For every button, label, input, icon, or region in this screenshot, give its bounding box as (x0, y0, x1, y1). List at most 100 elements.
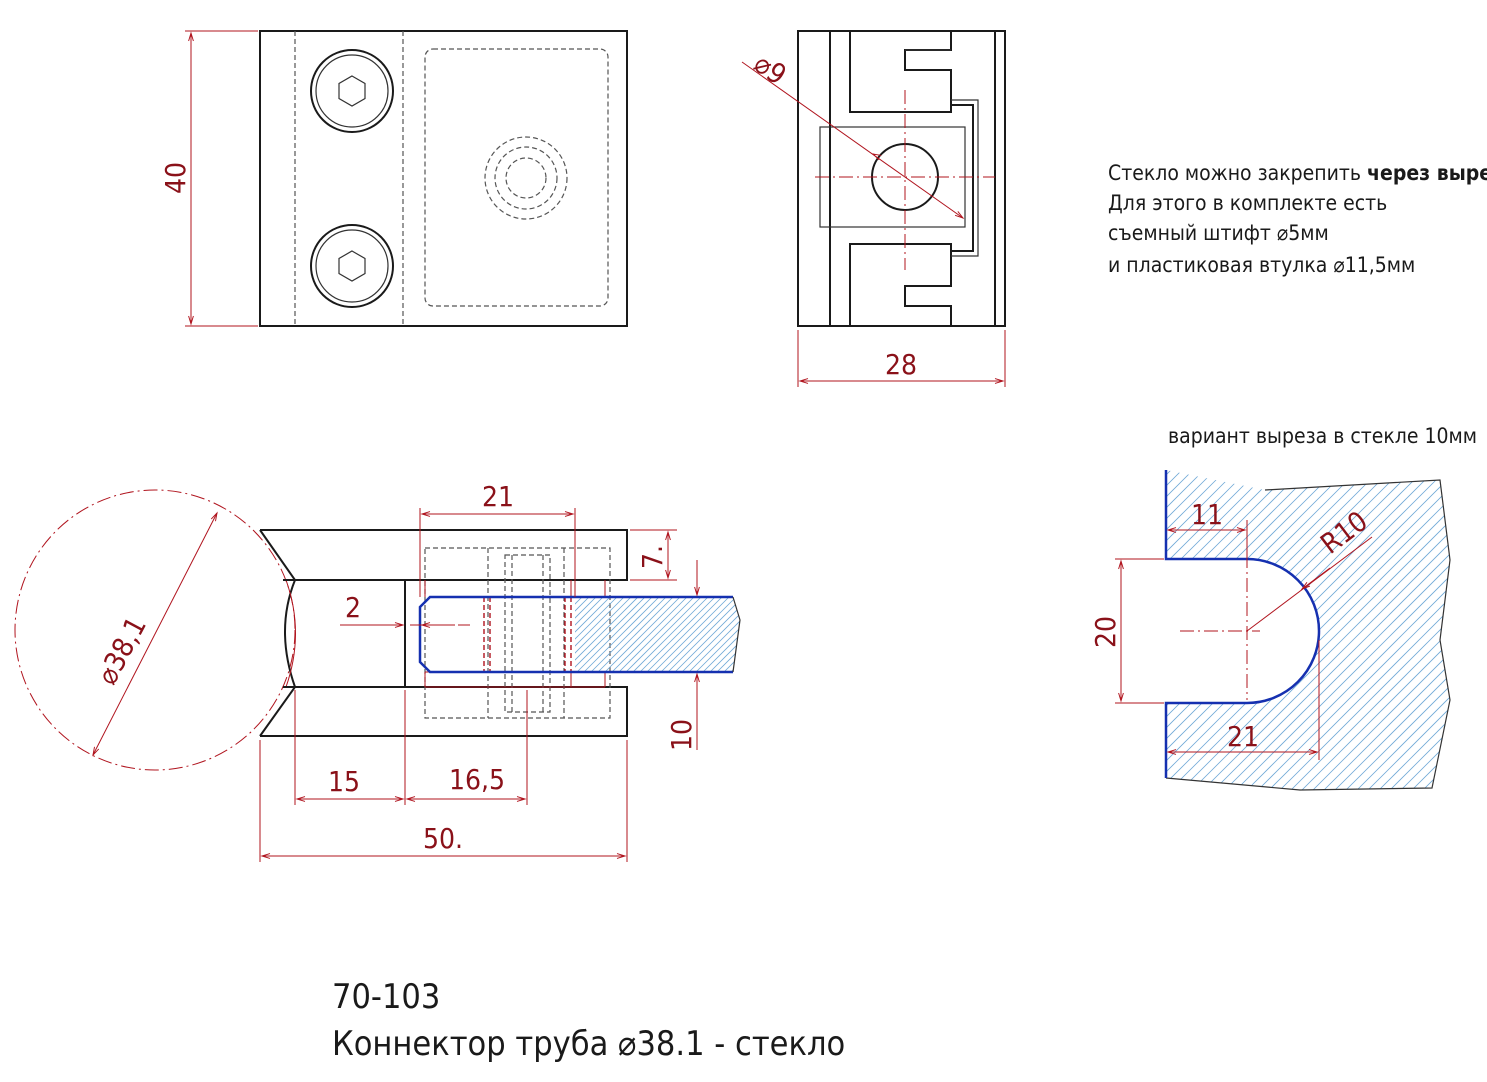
hatch-line (575, 597, 597, 672)
hatch-line (695, 597, 740, 672)
hatch-line (1166, 470, 1450, 790)
hatch-line (575, 597, 604, 672)
hex-socket-icon (338, 75, 366, 107)
cutout-edge (1164, 470, 1321, 778)
hatch-line (1307, 470, 1450, 790)
note-line-3: съемный штифт ⌀5мм (1108, 221, 1329, 245)
dim-total-50: 50. (423, 822, 463, 855)
hatch-line (1373, 470, 1450, 790)
dim-offset-15: 15 (328, 765, 360, 798)
cutout-view: 11 R10 20 21 (1089, 470, 1451, 791)
hatch-line (1318, 470, 1450, 790)
top-view-outline (259, 30, 628, 327)
note-line-2: Для этого в комплекте есть (1108, 191, 1387, 215)
hatch-line (674, 597, 740, 672)
hatch-line (1166, 470, 1293, 790)
hatch-line (575, 597, 639, 672)
pipe-circle (14, 489, 296, 771)
dim-slot-21: 21 (482, 480, 514, 513)
hatch-line (625, 597, 702, 672)
hatch-line (1417, 470, 1450, 790)
cutout-hatch (1166, 470, 1450, 790)
hatch-line (737, 597, 740, 672)
hatch-line (723, 597, 740, 672)
dim-hole-9: ⌀9 (748, 47, 792, 92)
hatch-line (730, 597, 740, 672)
hatch-line (1362, 470, 1450, 790)
hatch-line (1166, 470, 1227, 790)
hatch-line (618, 597, 695, 672)
dim-glass-10: 10 (665, 719, 698, 751)
hatch-line (1263, 470, 1450, 790)
hatch-line (681, 597, 740, 672)
hatch-line (1166, 470, 1425, 790)
hatch-line (1208, 470, 1450, 790)
hatch-line (1329, 470, 1450, 790)
hatch-line (702, 597, 740, 672)
hatch-line (1439, 470, 1450, 790)
hatch-line (611, 597, 688, 672)
hatch-line (1241, 470, 1450, 790)
product-code: 70-103 (332, 977, 440, 1017)
hatch-line (1166, 470, 1348, 790)
hatch-line (639, 597, 716, 672)
hatch-line (597, 597, 674, 672)
hatch-line (1166, 470, 1194, 790)
hatch-line (1186, 470, 1450, 790)
hatch-line (709, 597, 740, 672)
hatch-line (1219, 470, 1450, 790)
dim-cut-20: 20 (1089, 616, 1122, 648)
hatch-line (1166, 470, 1447, 790)
title-block: 70-103 Коннектор труба ⌀38.1 - стекло (332, 977, 845, 1064)
notes: Стекло можно закрепить через вырез. Для … (1108, 161, 1487, 448)
screw-top (310, 49, 394, 133)
hatch-line (1166, 470, 1304, 790)
dim-width-28: 28 (885, 348, 917, 381)
dim-cut-21: 21 (1227, 720, 1259, 753)
hatch-line (575, 597, 590, 672)
hatch-line (1230, 470, 1450, 790)
hex-socket-icon (338, 250, 366, 282)
hatch-line (1166, 470, 1315, 790)
hatch-line (1384, 470, 1450, 790)
hatch-line (1197, 470, 1450, 790)
hatch-line (1166, 470, 1337, 790)
side-view: ⌀9 28 (741, 30, 1006, 387)
hatch-line (1166, 470, 1282, 790)
hatch-line (646, 597, 723, 672)
dim-depth-7: 7. (636, 545, 669, 569)
hatch-line (1351, 470, 1450, 790)
hatch-line (576, 597, 653, 672)
hatch-line (604, 597, 681, 672)
top-view: 40 (159, 30, 628, 327)
hatch-line (632, 597, 709, 672)
glass-edge (418, 595, 575, 674)
body-outline (260, 529, 628, 737)
dim-cut-r10: R10 (1314, 504, 1373, 560)
hatch-line (716, 597, 740, 672)
hatch-line (1166, 470, 1436, 790)
hatch-line (1296, 470, 1450, 790)
note-line-4: и пластиковая втулка ⌀11,5мм (1108, 253, 1415, 277)
note-line-1: Стекло можно закрепить через вырез. (1108, 161, 1487, 185)
hatch-line (1166, 470, 1271, 790)
cut-caption: вариант выреза в стекле 10мм (1168, 424, 1477, 448)
hatch-line (653, 597, 730, 672)
hatch-line (1274, 470, 1450, 790)
hatch-line (1340, 470, 1450, 790)
hatch-line (667, 597, 740, 672)
hatch-line (575, 597, 646, 672)
glass-hatch (575, 597, 740, 672)
screw-bottom (310, 224, 394, 308)
dim-height-40: 40 (159, 162, 192, 194)
hatch-line (575, 597, 625, 672)
hatch-line (583, 597, 660, 672)
hatch-line (1252, 470, 1450, 790)
dim-cut-11: 11 (1191, 498, 1223, 531)
hatch-line (575, 597, 632, 672)
hatch-line (1166, 470, 1238, 790)
front-view: ⌀38,1 21 (14, 480, 741, 862)
dim-pipe-38: ⌀38,1 (90, 611, 153, 689)
hatch-line (1166, 470, 1205, 790)
